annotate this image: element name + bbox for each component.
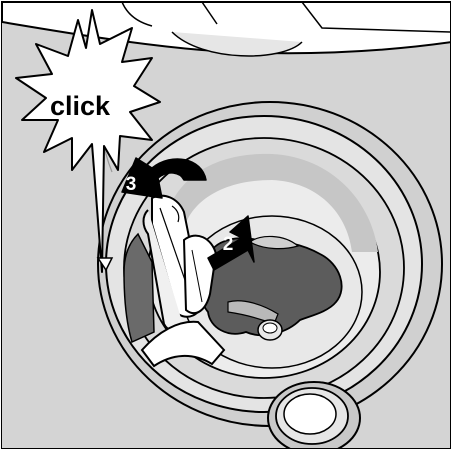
knob xyxy=(268,382,360,449)
step-3-number: 3 xyxy=(126,174,137,195)
click-label: click xyxy=(50,91,111,121)
step-2-number: 2 xyxy=(223,234,234,255)
